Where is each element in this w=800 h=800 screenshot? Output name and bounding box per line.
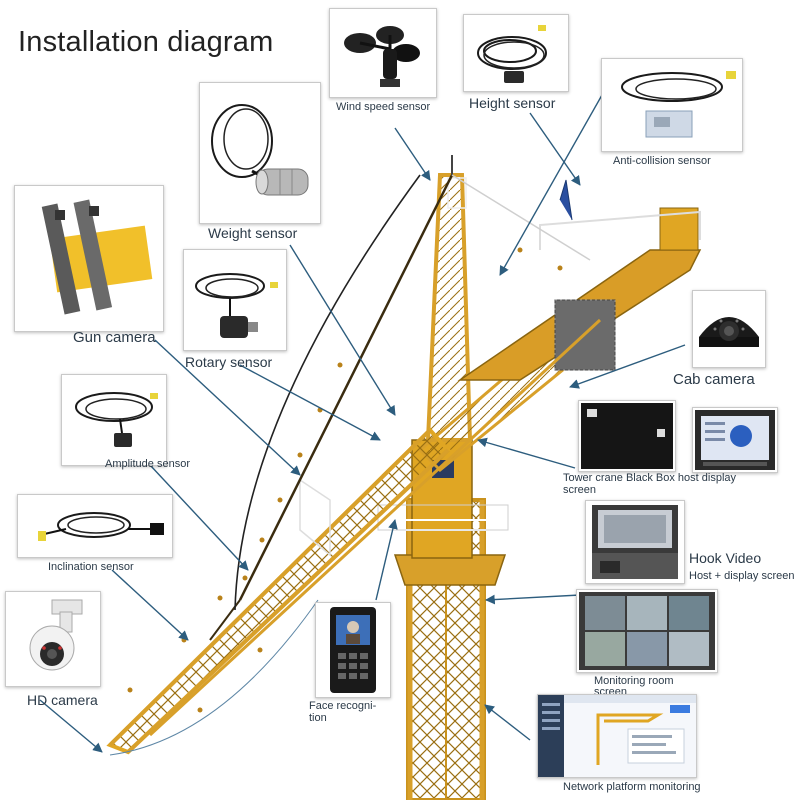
hook-video-card bbox=[585, 500, 685, 584]
hook-monitor-icon bbox=[592, 505, 678, 579]
black-box-host-card bbox=[578, 400, 676, 472]
wind-speed-sensor-card bbox=[329, 8, 437, 98]
amplitude-sensor-card bbox=[61, 374, 167, 466]
callout-arrows bbox=[39, 94, 686, 753]
ptz-camera-icon bbox=[29, 599, 83, 671]
gun-camera-card bbox=[14, 185, 164, 332]
cable-sensor-icon bbox=[477, 25, 547, 83]
cab-camera-label: Cab camera bbox=[673, 371, 755, 388]
black-box-label-line2: screen bbox=[563, 484, 597, 496]
wind-speed-sensor-label: Wind speed sensor bbox=[336, 101, 431, 113]
height-sensor-card bbox=[463, 14, 569, 92]
network-platform-label: Network platform monitoring bbox=[563, 781, 701, 793]
cable-sensor-icon bbox=[75, 392, 158, 447]
load-cell-icon bbox=[211, 104, 309, 196]
crane-hook-cable bbox=[234, 174, 421, 611]
face-recognition-card bbox=[315, 602, 391, 698]
face-recognition-label-line1: Face recogni- bbox=[309, 700, 377, 712]
face-terminal-icon bbox=[330, 607, 376, 693]
inclinometer-icon bbox=[38, 512, 164, 541]
network-platform-card bbox=[537, 694, 697, 778]
encoder-icon bbox=[195, 273, 278, 338]
web-dashboard-icon bbox=[538, 695, 696, 777]
bullet-camera-mount-icon bbox=[41, 199, 153, 315]
monitoring-room-label-line1: Monitoring room bbox=[594, 675, 674, 687]
hd-camera-label: HD camera bbox=[27, 692, 98, 708]
crane-main-jib bbox=[106, 174, 602, 755]
crane-trolley-cable bbox=[109, 599, 319, 756]
rotary-sensor-label: Rotary sensor bbox=[185, 354, 273, 370]
cab-camera-card bbox=[692, 290, 766, 368]
display-monitor-icon bbox=[581, 403, 673, 469]
amplitude-sensor-label: Amplitude sensor bbox=[105, 458, 190, 470]
height-sensor-label: Height sensor bbox=[469, 95, 556, 111]
rotary-sensor-card bbox=[183, 249, 287, 351]
anti-collision-sensor-label: Anti-collision sensor bbox=[613, 155, 711, 167]
crane-cathead bbox=[425, 155, 473, 442]
hook-video-sublabel: Host + display screen bbox=[689, 570, 795, 582]
dome-camera-icon bbox=[699, 317, 759, 347]
weight-sensor-label: Weight sensor bbox=[208, 225, 298, 241]
hook-video-label: Hook Video bbox=[689, 550, 762, 566]
inclination-sensor-label: Inclination sensor bbox=[48, 561, 134, 573]
face-recognition-label-line2: tion bbox=[309, 712, 327, 724]
black-box-label-line1: Tower crane Black Box host display bbox=[563, 472, 737, 484]
weight-sensor-card bbox=[199, 82, 321, 224]
black-box-display-card bbox=[692, 407, 778, 473]
page-title: Installation diagram bbox=[18, 26, 274, 58]
hd-camera-card bbox=[5, 591, 101, 687]
gun-camera-label: Gun camera bbox=[73, 329, 156, 346]
display-monitor-icon bbox=[695, 410, 775, 470]
anti-collision-sensor-card bbox=[601, 58, 743, 152]
inclination-sensor-card bbox=[17, 494, 173, 558]
video-wall-icon bbox=[579, 592, 715, 670]
junction-box-icon bbox=[621, 71, 736, 138]
anemometer-icon bbox=[344, 26, 420, 87]
monitoring-room-card bbox=[576, 589, 718, 673]
